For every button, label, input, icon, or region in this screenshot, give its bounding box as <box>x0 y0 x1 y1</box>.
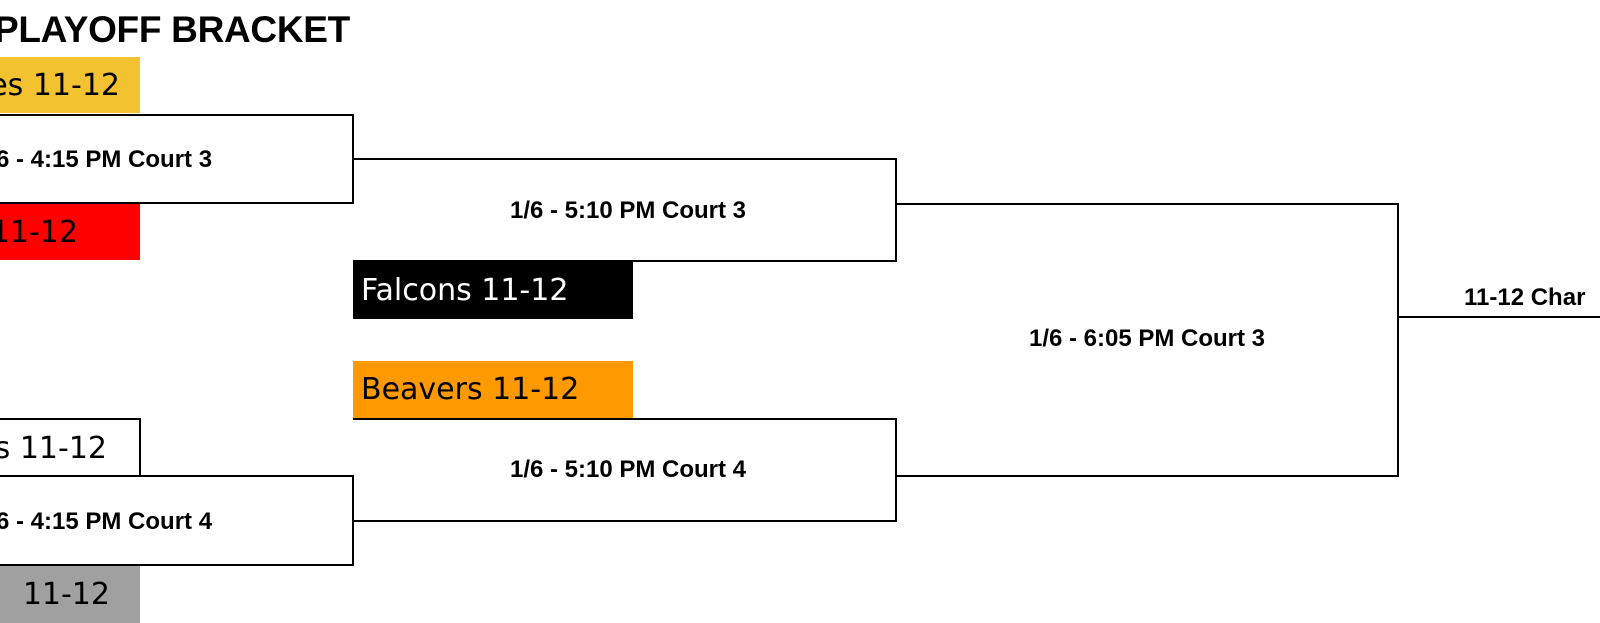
bracket-line <box>353 158 897 160</box>
team-bye-falcons: Falcons 11-12 <box>353 262 633 319</box>
bracket-line <box>895 418 897 522</box>
game-schedule-round1-bottom: 6 - 4:15 PM Court 4 <box>0 508 213 535</box>
bracket-line <box>896 203 1399 205</box>
champion-label: 11-12 Char <box>1464 284 1586 311</box>
team-bye-beavers: Beavers 11-12 <box>353 361 633 418</box>
bracket-line <box>895 158 897 262</box>
team-round1-bottom-b: 11-12 <box>0 566 140 623</box>
page-title: PLAYOFF BRACKET <box>0 9 350 50</box>
team-name: es 11-12 <box>0 67 120 103</box>
game-schedule-round1-top: 6 - 4:15 PM Court 3 <box>0 146 213 173</box>
bracket-line <box>0 564 354 566</box>
bracket-line <box>353 260 897 262</box>
bracket-line <box>1398 316 1600 318</box>
game-schedule-round2-top: 1/6 - 5:10 PM Court 3 <box>509 197 747 224</box>
bracket-line <box>0 475 354 477</box>
game-schedule-final: 1/6 - 6:05 PM Court 3 <box>1028 325 1266 352</box>
team-name: Falcons 11-12 <box>361 273 569 308</box>
team-name: 11-12 <box>22 577 110 612</box>
bracket-line <box>0 114 354 116</box>
bracket-line <box>353 520 897 522</box>
team-name: Beavers 11-12 <box>361 372 580 407</box>
bracket-line <box>896 475 1399 477</box>
team-round1-top-b: 11-12 <box>0 204 140 260</box>
team-round1-bottom-a: s 11-12 <box>0 418 141 476</box>
bracket-line <box>353 418 897 420</box>
team-round1-top-a: es 11-12 <box>0 57 140 113</box>
team-name: 11-12 <box>0 214 78 250</box>
bracket-line <box>1397 203 1399 477</box>
team-name: s 11-12 <box>0 430 107 466</box>
bracket-line <box>0 202 354 204</box>
game-schedule-round2-bottom: 1/6 - 5:10 PM Court 4 <box>509 456 747 483</box>
